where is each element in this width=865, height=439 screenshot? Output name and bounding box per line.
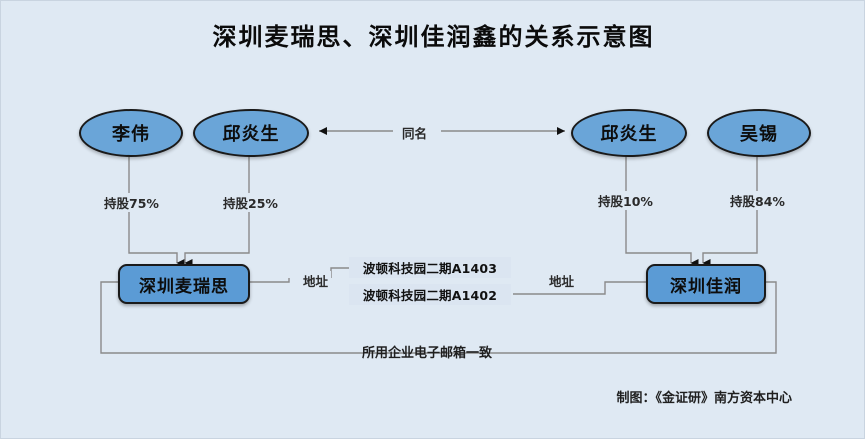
node-liwei[interactable]: 李伟 [79,109,183,157]
node-mairuisi-label: 深圳麦瑞思 [139,276,229,297]
label-same-name: 同名 [399,123,431,142]
address-1403-label: 波顿科技园二期A1403 [362,261,498,276]
edge-address-to-box1 [330,267,351,278]
node-liwei-label: 李伟 [112,124,150,145]
label-share-10: 持股10% [595,191,656,210]
node-mairuisi[interactable]: 深圳麦瑞思 [118,264,250,304]
node-qiuyansheng-left[interactable]: 邱炎生 [193,109,309,157]
label-address-right: 地址 [546,271,578,290]
edge-liwei-mairuisi-2 [128,209,185,267]
page-title: 深圳麦瑞思、深圳佳润鑫的关系示意图 [212,23,655,51]
label-address-left: 地址 [300,271,332,290]
edge-wuxi-jiarun-2 [702,207,758,267]
node-wuxi[interactable]: 吴锡 [707,109,811,157]
node-jiarun[interactable]: 深圳佳润 [646,264,766,304]
edge-email-loop [100,278,777,354]
edge-qiuleft-mairuisi-2 [184,209,250,267]
node-qiuyansheng-right[interactable]: 邱炎生 [571,109,687,157]
edge-qiuright-jiarun-2 [625,207,699,267]
address-box-1403: 波顿科技园二期A1403 [349,257,511,278]
credit-line: 制图：《金证研》南方资本中心 [616,391,792,406]
node-wuxi-label: 吴锡 [740,124,778,145]
node-jiarun-label: 深圳佳润 [670,276,742,297]
label-share-25: 持股25% [220,193,281,212]
edge-mairuisi-address [246,278,290,283]
address-box-1402: 波顿科技园二期A1402 [349,284,511,305]
label-email-same: 所用企业电子邮箱一致 [362,346,493,361]
label-share-75: 持股75% [101,193,162,212]
node-qiuyansheng-right-label: 邱炎生 [600,124,658,145]
edge-jiarun-address [513,281,646,295]
label-share-84: 持股84% [727,191,788,210]
node-qiuyansheng-left-label: 邱炎生 [222,124,280,145]
address-1402-label: 波顿科技园二期A1402 [362,288,498,303]
